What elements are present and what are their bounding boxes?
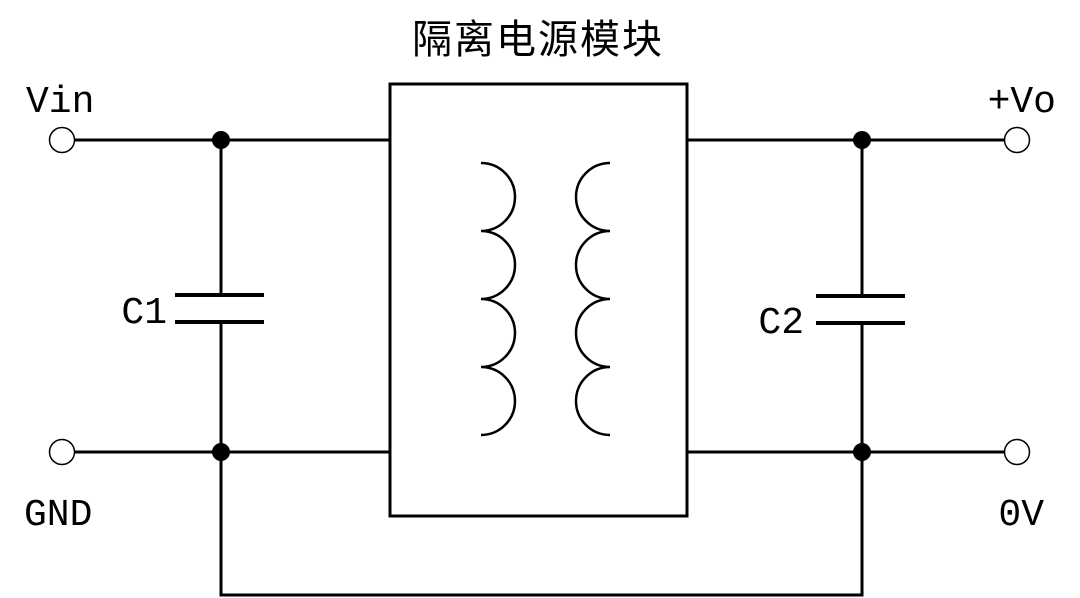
junction-vin <box>212 131 230 149</box>
terminal-vin-icon <box>48 126 76 154</box>
junction-vout <box>853 131 871 149</box>
label-gnd: GND <box>24 494 92 537</box>
terminal-vout-icon <box>1003 126 1031 154</box>
label-vin: Vin <box>26 81 94 124</box>
label-c1: C1 <box>121 292 167 335</box>
module-title: 隔离电源模块 <box>412 17 664 63</box>
terminal-gnd-icon <box>48 438 76 466</box>
module-box <box>388 82 689 518</box>
label-vout: +Vo <box>988 81 1056 124</box>
junction-gnd <box>212 443 230 461</box>
junction-zero-v <box>853 443 871 461</box>
label-c2: C2 <box>758 302 804 345</box>
primary-winding-icon <box>480 161 517 437</box>
label-zero-v: 0V <box>998 494 1044 537</box>
terminal-zero-v-icon <box>1003 438 1031 466</box>
secondary-winding-icon <box>574 161 611 437</box>
